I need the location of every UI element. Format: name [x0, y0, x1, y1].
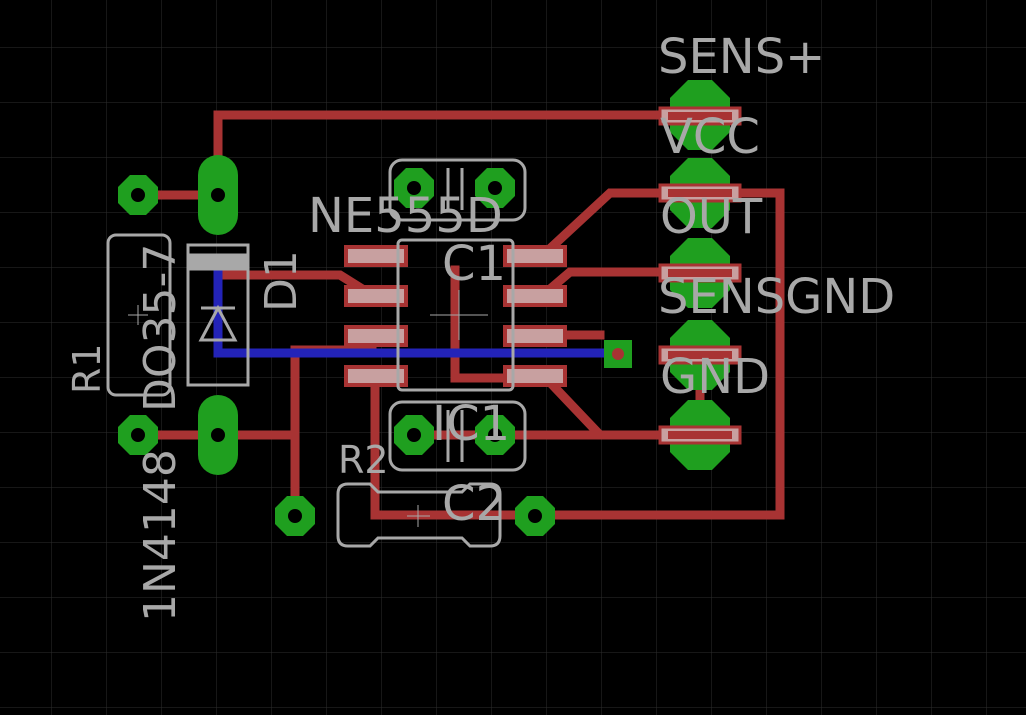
d1-outline	[186, 243, 250, 387]
label-ic1-name: IC1	[432, 396, 510, 452]
label-c1: C1	[442, 236, 506, 292]
ic1-outline	[396, 238, 515, 392]
bottom-copper-traces	[213, 270, 623, 358]
silkscreen	[106, 158, 527, 548]
label-d1-value: 1N4148	[135, 449, 186, 622]
r1-pad-top[interactable]	[118, 175, 158, 215]
label-d1: D1	[256, 250, 307, 312]
label-r2: R2	[338, 438, 389, 482]
ic1-pad-4[interactable]	[344, 365, 408, 387]
label-d1-package: DO35-7	[135, 244, 186, 412]
c1-plate-marks	[446, 168, 464, 210]
label-c2: C2	[442, 476, 506, 532]
connector-pad-sensgnd[interactable]	[658, 320, 742, 390]
c2-pad-left[interactable]	[394, 415, 434, 455]
r1-pad-bottom[interactable]	[118, 415, 158, 455]
label-gnd: GND	[660, 349, 770, 405]
c1-pad-left[interactable]	[394, 168, 434, 208]
connector-pad-gnd[interactable]	[658, 400, 742, 470]
d1-band	[186, 253, 250, 271]
connector-pad-out[interactable]	[658, 238, 742, 308]
trace-internal-loop[interactable]	[450, 265, 505, 383]
diode-symbol-icon	[198, 304, 238, 342]
label-sensgnd: SENSGND	[658, 269, 895, 325]
label-ic1-value: NE555D	[308, 188, 503, 244]
r2-outline	[336, 482, 502, 548]
ic1-pad-2[interactable]	[344, 285, 408, 307]
label-vcc: VCC	[660, 109, 760, 165]
label-r1: R1	[65, 343, 109, 394]
r2-pad-left[interactable]	[275, 496, 315, 536]
r2-pad-right[interactable]	[515, 496, 555, 536]
c1-pad-right[interactable]	[475, 168, 515, 208]
connector-pad-sens-plus[interactable]	[658, 80, 742, 150]
connector-pads	[658, 80, 742, 470]
connector-pad-vcc[interactable]	[658, 158, 742, 228]
ic1-pad-1[interactable]	[344, 245, 408, 267]
c2-pad-right[interactable]	[475, 415, 515, 455]
c1-outline	[388, 158, 527, 222]
ic1-pad-5[interactable]	[503, 365, 567, 387]
via-hole	[612, 348, 624, 360]
c2-outline	[388, 400, 527, 472]
r1-outline	[106, 233, 172, 397]
label-out: OUT	[660, 189, 763, 245]
label-sens-plus: SENS+	[658, 29, 825, 85]
c2-plate-marks	[446, 410, 464, 462]
ic1-pad-3[interactable]	[344, 325, 408, 347]
origin-crosses	[128, 290, 488, 527]
ic1-pad-8[interactable]	[503, 245, 567, 267]
d1-pad-bottom[interactable]	[198, 395, 238, 475]
ic1-pad-7[interactable]	[503, 285, 567, 307]
trace-pin3-route[interactable]	[370, 375, 540, 520]
ic1-pads	[344, 245, 567, 387]
trace-bottom-main[interactable]	[213, 270, 623, 358]
ic1-pad-6[interactable]	[503, 325, 567, 347]
d1-pad-top[interactable]	[198, 155, 238, 235]
